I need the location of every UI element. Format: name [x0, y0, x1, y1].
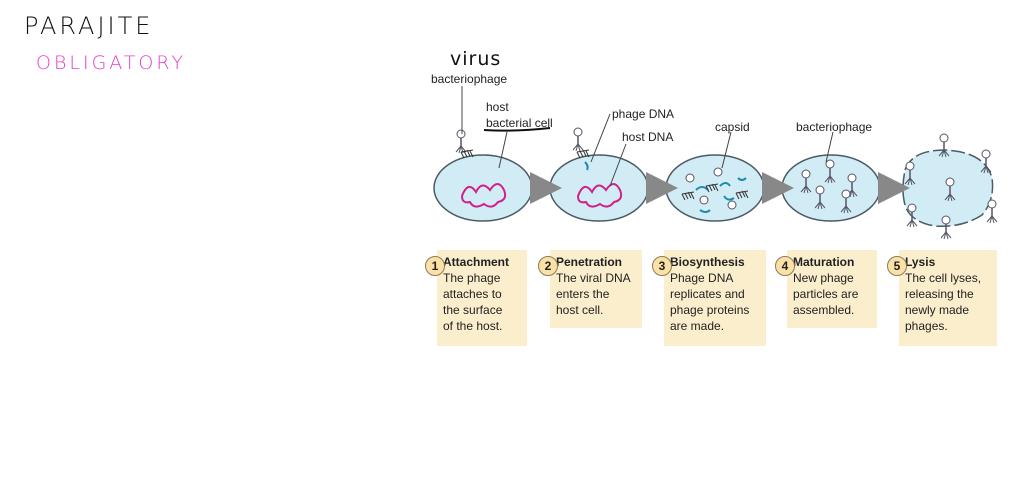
label-capsid: capsid	[715, 120, 750, 134]
step-card-biosynthesis: 3 Biosynthesis Phage DNA replicates and …	[652, 250, 766, 346]
step-number: 1	[425, 256, 445, 276]
step-title: Attachment	[443, 255, 510, 269]
cell-5-lysed	[902, 149, 994, 228]
handwritten-obligatory-note: OBLIGATORY	[36, 52, 186, 74]
cell-1	[433, 154, 533, 222]
host-dna-2	[576, 183, 623, 208]
step-title: Penetration	[556, 255, 623, 269]
step-title: Biosynthesis	[670, 255, 745, 269]
step-description: The viral DNA enters the host cell.	[556, 271, 631, 317]
handwritten-parasite-note: PARAJITE	[24, 12, 154, 40]
label-bacteriophage-4: bacteriophage	[796, 120, 873, 134]
label-host: host	[486, 100, 509, 114]
step-description: New phage particles are assembled.	[793, 271, 859, 317]
step-description: The phage attaches to the surface of the…	[443, 271, 503, 333]
label-phage-dna: phage DNA	[612, 107, 675, 121]
step-number: 5	[887, 256, 907, 276]
cell-3	[665, 154, 765, 222]
label-bacterial-cell: bacterial cell	[486, 116, 553, 130]
step-number: 4	[775, 256, 795, 276]
step-title: Maturation	[793, 255, 855, 269]
step-card-penetration: 2 Penetration The viral DNA enters the h…	[538, 250, 642, 328]
step-card-lysis: 5 Lysis The cell lyses, releasing the ne…	[887, 250, 997, 346]
host-dna-1	[460, 183, 507, 208]
cell-2	[549, 154, 649, 222]
step-card-maturation: 4 Maturation New phage particles are ass…	[775, 250, 877, 328]
step-description: Phage DNA replicates and phage proteins …	[670, 271, 750, 333]
step-title: Lysis	[905, 255, 936, 269]
step-description: The cell lyses, releasing the newly made…	[905, 271, 982, 333]
label-host-dna: host DNA	[622, 130, 674, 144]
phage-dna-injected	[584, 161, 589, 171]
step-card-attachment: 1 Attachment The phage attaches to the s…	[425, 250, 527, 346]
biosynthesis-contents	[681, 167, 749, 213]
label-bacteriophage-1: bacteriophage	[431, 72, 508, 86]
step-number: 2	[538, 256, 558, 276]
handwritten-virus-note: virus	[450, 48, 502, 70]
step-number: 3	[652, 256, 672, 276]
